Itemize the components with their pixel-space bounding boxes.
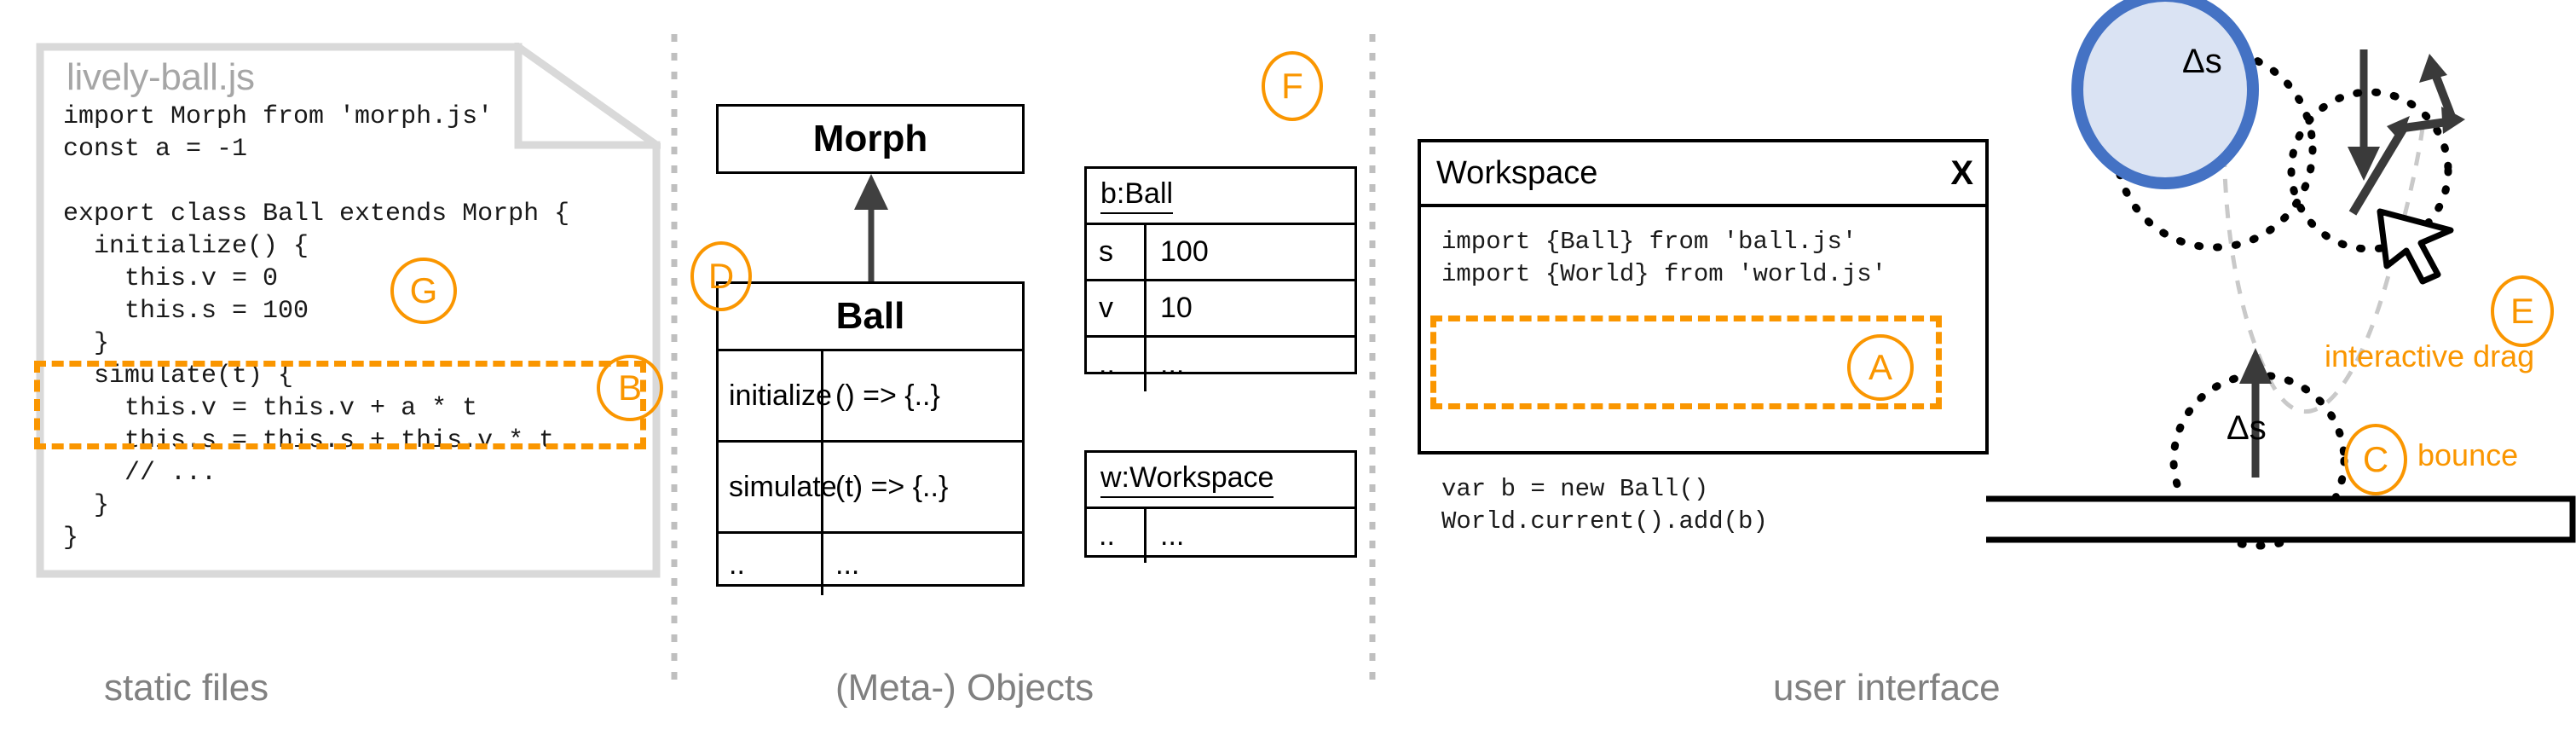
uml-row: .. ... [719, 534, 1022, 595]
uml-class-morph[interactable]: Morph [716, 104, 1025, 174]
workspace-statements-code[interactable]: var b = new Ball() World.current().add(b… [1441, 475, 1768, 535]
marker-e[interactable]: E [2491, 275, 2554, 347]
object-table-ball-header-text: b:Ball [1100, 177, 1174, 214]
workspace-imports-code[interactable]: import {Ball} from 'ball.js' import {Wor… [1441, 228, 1887, 288]
bounce-label: bounce [2417, 437, 2519, 472]
uml-member-value: () => {..} [835, 379, 940, 412]
workspace-title-bar[interactable]: Workspace X [1421, 142, 1985, 207]
workspace-title: Workspace [1436, 154, 1598, 191]
caption-user-interface: user interface [1773, 667, 2001, 709]
caption-meta-objects: (Meta-) Objects [835, 667, 1095, 709]
uml-member-value: (t) => {..} [835, 470, 949, 503]
object-field-key: s [1087, 225, 1146, 279]
uml-row: initialize () => {..} [719, 351, 1022, 443]
object-field-key: v [1087, 281, 1146, 335]
highlight-box-b [34, 361, 646, 449]
table-row: v 10 [1087, 281, 1354, 338]
marker-g[interactable]: G [390, 258, 457, 324]
marker-b[interactable]: B [597, 355, 663, 421]
workspace-window[interactable]: Workspace X import {Ball} from 'ball.js'… [1418, 139, 1989, 535]
uml-row: simulate (t) => {..} [719, 443, 1022, 534]
ball-shape [2071, 0, 2259, 189]
file-card [36, 43, 661, 578]
object-field-key: .. [1087, 338, 1146, 391]
uml-member-value: ... [835, 547, 860, 581]
close-icon[interactable]: X [1950, 153, 1973, 192]
inheritance-arrow [854, 174, 888, 288]
delta-s-label-top: Δs [2182, 43, 2222, 80]
object-table-workspace-header-text: w:Workspace [1100, 461, 1274, 498]
panel-divider-left [671, 34, 678, 684]
marker-c[interactable]: C [2344, 424, 2407, 495]
interactive-drag-label: interactive drag [2325, 339, 2535, 373]
object-table-ball-header: b:Ball [1087, 169, 1354, 225]
uml-class-ball-title: Ball [719, 284, 1022, 351]
ghost-ball-top [2112, 47, 2317, 252]
object-field-value: ... [1160, 348, 1185, 380]
object-table-workspace-header: w:Workspace [1087, 453, 1354, 509]
table-row: .. ... [1087, 338, 1354, 391]
highlight-box-a [1430, 316, 1942, 409]
object-table-workspace[interactable]: w:Workspace .. ... [1084, 450, 1357, 563]
object-field-value: ... [1160, 519, 1185, 552]
ground-bar [1986, 495, 2576, 543]
uml-member-name: simulate [719, 443, 837, 531]
file-name-label: lively-ball.js [66, 56, 255, 98]
marker-f[interactable]: F [1262, 51, 1323, 121]
uml-class-morph-title: Morph [812, 118, 928, 159]
panel-divider-right [1369, 34, 1376, 684]
delta-s-label-bottom: Δs [2227, 409, 2267, 447]
file-card-outline [36, 43, 661, 578]
ball-simulation-illustration [1986, 0, 2576, 550]
uml-member-name: initialize [719, 351, 832, 440]
uml-class-ball[interactable]: Ball initialize () => {..} simulate (t) … [716, 281, 1025, 595]
table-row: .. ... [1087, 509, 1354, 563]
object-field-value: 100 [1160, 235, 1209, 268]
file-source-code: import Morph from 'morph.js' const a = -… [63, 102, 570, 553]
cursor-icon [2377, 208, 2454, 285]
object-field-key: .. [1087, 509, 1146, 563]
object-field-value: 10 [1160, 292, 1193, 324]
ghost-ball-drag [2287, 88, 2452, 253]
marker-d[interactable]: D [690, 241, 752, 311]
uml-member-name: .. [719, 534, 823, 595]
object-table-ball[interactable]: b:Ball s 100 v 10 .. ... [1084, 166, 1357, 391]
table-row: s 100 [1087, 225, 1354, 281]
caption-static-files: static files [104, 667, 269, 709]
marker-a[interactable]: A [1847, 334, 1914, 401]
